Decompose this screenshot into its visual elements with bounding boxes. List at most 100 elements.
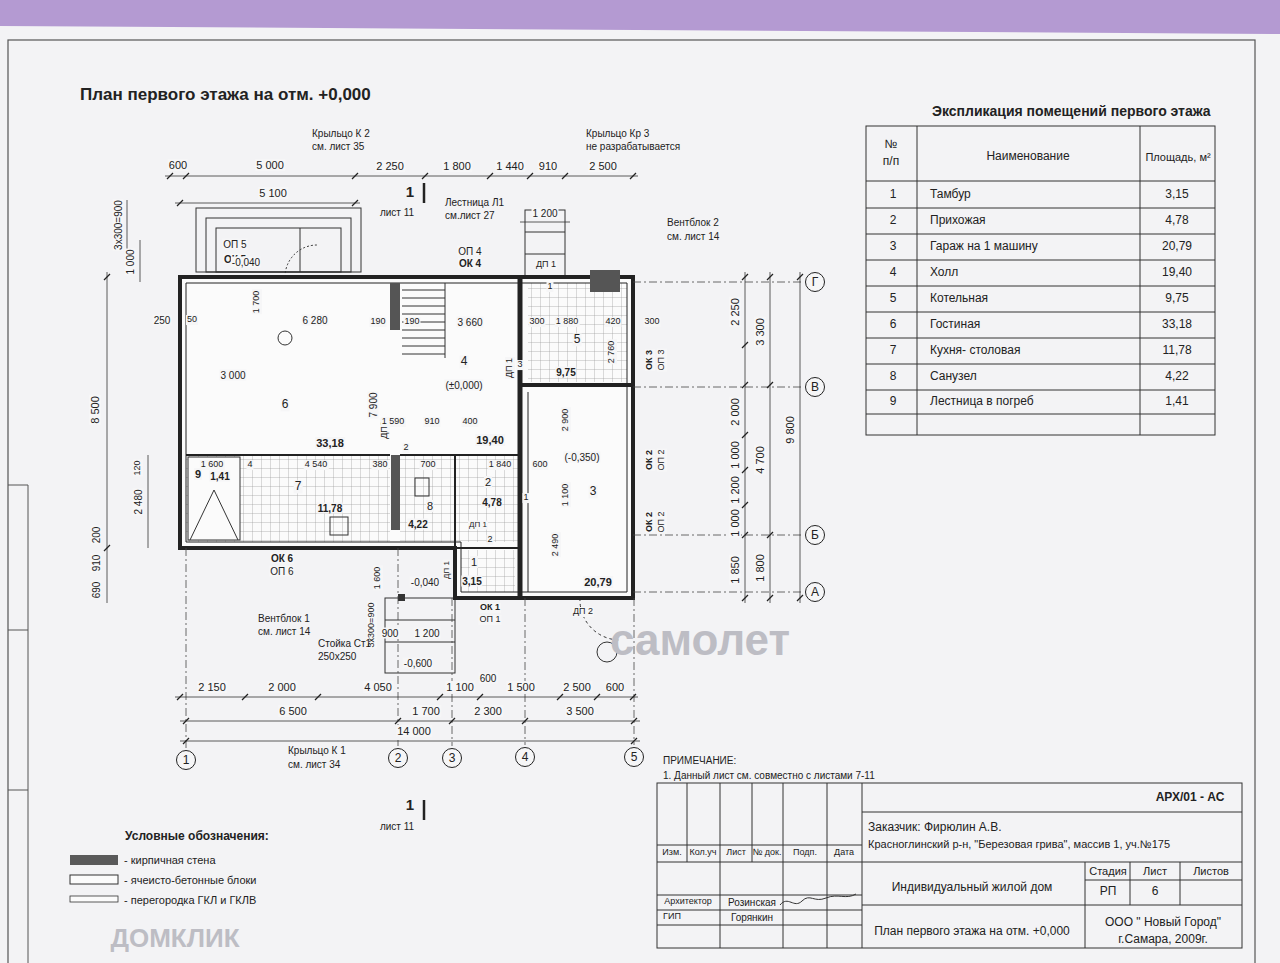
plan-label: г.Самара, 2009г. [1118, 933, 1208, 946]
plan-label: 600 [168, 159, 188, 171]
plan-label: 1 850 [729, 555, 741, 585]
plan-label: ДП 1 [535, 260, 557, 270]
plan-label: 1 440 [495, 160, 525, 172]
plan-label: 1 600 [200, 460, 225, 470]
plan-label: Кол.уч [690, 848, 717, 858]
plan-label: 6 [890, 318, 897, 331]
plan-label: 1 800 [442, 160, 472, 172]
plan-label: 3 000 [219, 370, 246, 381]
plan-label: Площадь, м² [1145, 151, 1210, 163]
plan-label: Красноглинский р-н, "Березовая грива", м… [868, 838, 1170, 850]
plan-label: 420 [604, 317, 621, 327]
plan-label: Листов [1193, 865, 1229, 877]
plan-label: Розинская [728, 897, 776, 908]
plan-label: 3,15 [1165, 188, 1188, 201]
plan-label: 8 [890, 370, 897, 383]
plan-label: 4 [460, 355, 469, 368]
plan-label: ОП 4 [457, 246, 482, 257]
plan-label: Архитектор [664, 897, 712, 907]
plan-label: см. лист 14 [258, 626, 310, 637]
plan-label: 1 100 [445, 681, 475, 693]
plan-label: 8 [426, 500, 434, 512]
plan-label: 1 [406, 184, 414, 201]
plan-label: 250 [153, 315, 172, 326]
watermark: самолет [610, 616, 790, 664]
plan-label: 8 500 [89, 395, 101, 425]
legend-swatch [70, 855, 118, 865]
plan-label: -0,600 [403, 658, 433, 669]
plan-label: (±0,000) [444, 380, 483, 391]
plan-label: 1 700 [411, 705, 441, 717]
plan-label: № [885, 138, 898, 151]
plan-label: п/п [883, 155, 899, 168]
plan-label: 1 100 [561, 483, 571, 508]
plan-label: 6 500 [278, 705, 308, 717]
legend-text: - кирпичная стена [124, 854, 216, 866]
plan-label: 3 660 [456, 317, 483, 328]
plan-title: План первого этажа на отм. +0,000 [80, 86, 371, 105]
plan-label: 11,78 [317, 503, 343, 514]
plan-label: 910 [423, 417, 440, 427]
plan-label: 1 [406, 797, 414, 814]
plan-label: 1,41 [1165, 395, 1188, 408]
plan-label: 9,75 [555, 367, 576, 378]
plan-label: 2 [486, 535, 493, 545]
plan-label: 600 [605, 681, 625, 693]
plan-label: Стойка Ст1 [318, 638, 371, 649]
plan-label: План первого этажа на отм. +0,000 [874, 925, 1070, 938]
plan-label: 4 [890, 266, 897, 279]
plan-label: -0,040 [410, 577, 440, 588]
plan-label: ДП 1 [468, 521, 488, 530]
plan-label: Вентблок 2 [667, 217, 719, 228]
plan-label: 4 540 [304, 460, 329, 470]
axis-marker: 5 [624, 747, 644, 767]
watermark: ДОМКЛИК [110, 924, 239, 953]
axis-marker: 2 [388, 748, 408, 768]
plan-label: Гостиная [930, 318, 980, 331]
axis-letter: Б [811, 528, 819, 542]
plan-label: 5 000 [255, 159, 285, 171]
plan-label: 20,79 [1162, 240, 1192, 253]
plan-label: 2 [402, 443, 409, 453]
plan-label: ОП 1 [479, 615, 502, 625]
plan-label: Котельная [930, 292, 988, 305]
plan-label: 1 200 [729, 475, 741, 505]
plan-label: 690 [91, 581, 102, 600]
plan-label: не разрабатывается [586, 141, 680, 152]
plan-label: ПРИМЕЧАНИЕ: [663, 755, 736, 766]
plan-label: 50 [186, 315, 198, 325]
plan-label: ОП 2 [657, 449, 667, 472]
plan-label: 3,15 [461, 576, 482, 587]
plan-label: 5 [890, 292, 897, 305]
plan-label: 2 480 [133, 488, 144, 515]
plan-label: 19,40 [475, 434, 505, 446]
plan-label: 33,18 [1162, 318, 1192, 331]
axis-marker: Г [805, 272, 825, 292]
plan-label: 4 050 [363, 681, 393, 693]
axis-letter: 4 [522, 750, 529, 764]
plan-label: 3x300=900 [113, 199, 124, 251]
plan-label: ГИП [663, 912, 681, 922]
axis-marker: 3 [442, 748, 462, 768]
axis-marker: 1 [176, 750, 196, 770]
plan-label: 7 900 [368, 391, 379, 418]
plan-label: 1 590 [381, 417, 406, 427]
plan-label: 7 [294, 480, 303, 493]
plan-label: 1 000 [729, 508, 741, 538]
plan-label: см. лист 35 [312, 141, 364, 152]
plan-label: ДП 1 [443, 560, 452, 580]
plan-label: 1 200 [413, 628, 440, 639]
axis-letter: А [811, 585, 819, 599]
plan-label: ОК 4 [458, 258, 482, 269]
plan-label: Крыльцо Кр 3 [586, 128, 649, 139]
plan-label: 2 500 [562, 681, 592, 693]
plan-label: ОП 2 [657, 511, 667, 534]
plan-label: ДП 2 [572, 607, 594, 617]
axis-marker: А [805, 582, 825, 602]
legend-text: - ячеисто-бетонные блоки [124, 874, 256, 886]
plan-label: Лист [726, 848, 746, 858]
plan-label: Прихожая [930, 214, 986, 227]
plan-label: ДП 1 [505, 357, 515, 379]
plan-label: 600 [479, 673, 498, 684]
plan-label: Крыльцо К 1 [288, 745, 346, 756]
